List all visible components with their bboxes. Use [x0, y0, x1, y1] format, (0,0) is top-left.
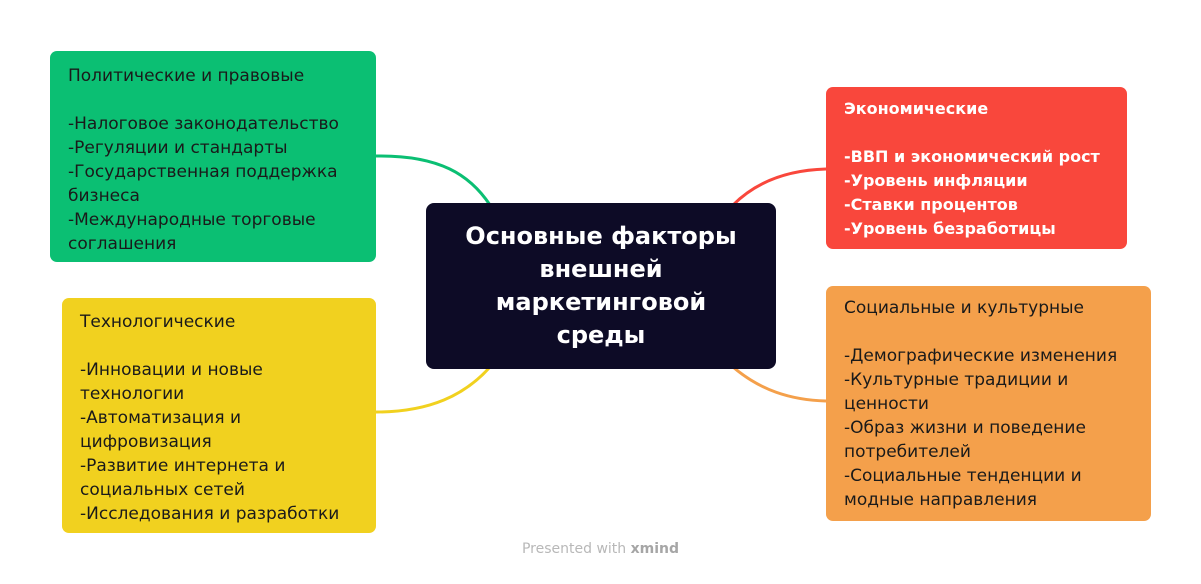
topic-title: Политические и правовые	[68, 66, 305, 86]
connector-technological	[375, 366, 492, 414]
topic-item: -Исследования и разработки	[80, 504, 340, 524]
central-topic-title: Основные факторы внешней маркетинговой с…	[465, 222, 737, 349]
topic-item: -Уровень безработицы	[844, 219, 1056, 238]
presented-with-footer: Presented with xmind	[0, 541, 1201, 557]
footer-prefix: Presented with	[521, 541, 631, 557]
connector-economic	[731, 167, 827, 207]
topic-item: -Международные торговые соглашения	[68, 210, 316, 254]
topic-title: Экономические	[844, 99, 989, 118]
topic-item: -Уровень инфляции	[844, 171, 1028, 190]
topic-item: -Образ жизни и поведение потребителей	[844, 418, 1086, 462]
topic-item: -Развитие интернета и социальных сетей	[80, 456, 286, 500]
connector-political	[375, 154, 492, 206]
topic-item: -Автоматизация и цифровизация	[80, 408, 242, 452]
central-topic[interactable]: Основные факторы внешней маркетинговой с…	[426, 203, 776, 369]
connector-social	[732, 365, 827, 403]
topic-item: -Налоговое законодательство	[68, 114, 339, 134]
topic-item: -Социальные тенденции и модные направлен…	[844, 466, 1082, 510]
topic-item: -Государственная поддержка бизнеса	[68, 162, 338, 206]
topic-item: -ВВП и экономический рост	[844, 147, 1100, 166]
topic-title: Технологические	[80, 312, 236, 332]
topic-item: -Инновации и новые технологии	[80, 360, 263, 404]
topic-social-cultural[interactable]: Социальные и культурные -Демографические…	[826, 286, 1151, 521]
xmind-brand[interactable]: xmind	[630, 541, 680, 557]
topic-title: Социальные и культурные	[844, 298, 1085, 318]
topic-item: -Ставки процентов	[844, 195, 1018, 214]
topic-item: -Регуляции и стандарты	[68, 138, 288, 158]
topic-political-legal[interactable]: Политические и правовые -Налоговое закон…	[50, 51, 376, 262]
topic-technological[interactable]: Технологические -Инновации и новые техно…	[62, 298, 376, 533]
topic-item: -Культурные традиции и ценности	[844, 370, 1069, 414]
topic-economic[interactable]: Экономические -ВВП и экономический рост …	[826, 87, 1127, 249]
topic-item: -Демографические изменения	[844, 346, 1118, 366]
